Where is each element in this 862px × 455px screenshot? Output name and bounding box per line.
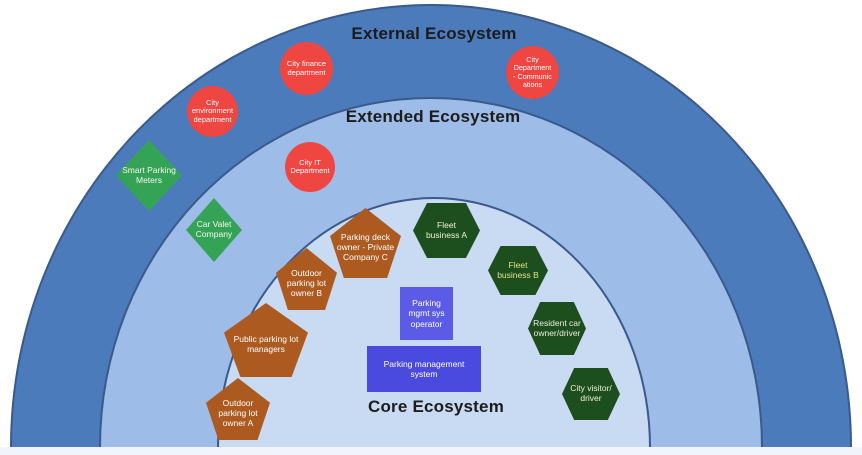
node-fleet-business-b: Fleet business B xyxy=(488,246,548,295)
node-label: City visitor/ driver xyxy=(570,383,612,403)
node-label: Outdoor parking lot owner B xyxy=(286,268,327,298)
node-label: Parking deck owner - Private Company C xyxy=(336,232,395,262)
node-city-department-communications: City Department - Communic ations xyxy=(506,46,559,99)
core-ecosystem-title: Core Ecosystem xyxy=(367,397,505,416)
node-city-environment-department: City environment department xyxy=(187,86,238,137)
node-label: Car Valet Company xyxy=(195,219,233,239)
node-label: City finance department xyxy=(286,59,327,77)
extended-ecosystem-title: Extended Ecosystem xyxy=(345,107,521,126)
node-label: City Department - Communic ations xyxy=(513,55,552,89)
node-label: City IT Department xyxy=(290,157,330,175)
external-ecosystem-title: External Ecosystem xyxy=(351,24,517,43)
node-label: Smart Parking Meters xyxy=(122,164,176,185)
node-city-it-department: City IT Department xyxy=(285,142,335,192)
node-city-visitor-driver: City visitor/ driver xyxy=(562,368,620,420)
baseline-strip xyxy=(0,447,862,455)
node-label: Public parking lot managers xyxy=(233,334,299,354)
node-resident-car-owner-driver: Resident car owner/driver xyxy=(528,302,586,355)
node-label: Fleet business A xyxy=(425,219,468,240)
node-fleet-business-a: Fleet business A xyxy=(413,203,480,258)
node-parking-mgmt-sys-operator: Parking mgmt sys operator xyxy=(400,287,453,340)
node-label: City environment department xyxy=(191,97,234,124)
node-label: Resident car owner/driver xyxy=(533,317,581,338)
node-parking-management-system: Parking management system xyxy=(367,346,481,392)
node-label: Parking mgmt sys operator xyxy=(408,298,445,329)
node-label: Parking management system xyxy=(383,358,465,379)
node-label: Fleet business B xyxy=(497,259,539,280)
node-label: Outdoor parking lot owner A xyxy=(218,398,258,428)
node-city-finance-department: City finance department xyxy=(280,42,333,95)
